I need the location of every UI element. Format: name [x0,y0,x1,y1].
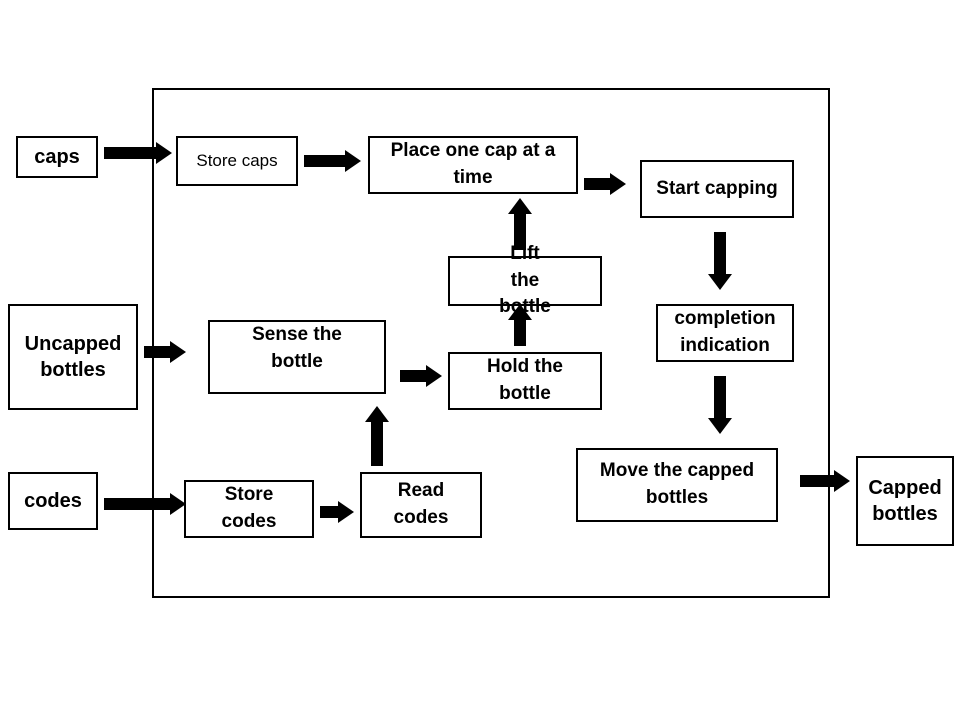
arrow-store-caps-to-place-cap [304,150,361,172]
step-read-codes-label: Read codes [393,480,449,528]
output-capped-bottles-label: Capped bottles [868,477,942,525]
arrow-sense-to-hold [400,365,442,387]
input-codes: codes [8,472,98,530]
step-store-codes-label: Store codes [221,484,277,532]
step-lift-the-bottle: Lift the bottle [448,243,602,317]
step-sense-the-bottle: Sense the bottle [208,320,386,394]
output-capped-bottles: Capped bottles [856,456,954,546]
arrow-codes-to-store-codes [104,493,186,515]
step-move-capped-bottles: Move the capped bottles [576,448,778,522]
arrow-uncapped-to-sense [144,341,186,363]
step-sense-the-bottle-label: Sense the bottle [252,324,342,372]
step-read-codes: Read codes [360,472,482,538]
step-hold-the-bottle: Hold the bottle [448,352,602,410]
input-uncapped-bottles: Uncapped bottles [8,304,138,410]
arrow-lift-to-place-cap [508,198,532,250]
input-caps-label: caps [34,146,80,168]
step-place-one-cap: Place one cap at a time [368,136,578,194]
input-uncapped-bottles-label: Uncapped bottles [24,333,122,381]
arrow-hold-to-lift [508,304,532,346]
arrow-start-capping-to-completion [708,232,732,290]
step-completion-indication-label: completion indication [674,308,776,356]
arrow-read-codes-to-sense [365,406,389,466]
system-boundary [152,88,830,598]
step-start-capping: Start capping [640,160,794,218]
input-caps: caps [16,136,98,178]
step-place-one-cap-label: Place one cap at a time [390,140,556,188]
step-store-caps-label: Store caps [196,150,278,170]
step-move-capped-bottles-label: Move the capped bottles [599,460,755,508]
arrow-move-to-capped-bottles [800,470,850,492]
step-completion-indication: completion indication [656,304,794,362]
step-hold-the-bottle-label: Hold the bottle [487,356,563,404]
arrow-store-codes-to-read-codes [320,501,354,523]
step-start-capping-label: Start capping [656,177,778,199]
step-store-caps: Store caps [176,136,298,186]
step-lift-the-bottle-label: Lift the bottle [499,243,551,318]
arrow-caps-to-store-caps [104,142,172,164]
arrow-completion-to-move [708,376,732,434]
step-store-codes: Store codes [184,480,314,538]
arrow-place-cap-to-start-capping [584,173,626,195]
input-codes-label: codes [24,490,82,512]
